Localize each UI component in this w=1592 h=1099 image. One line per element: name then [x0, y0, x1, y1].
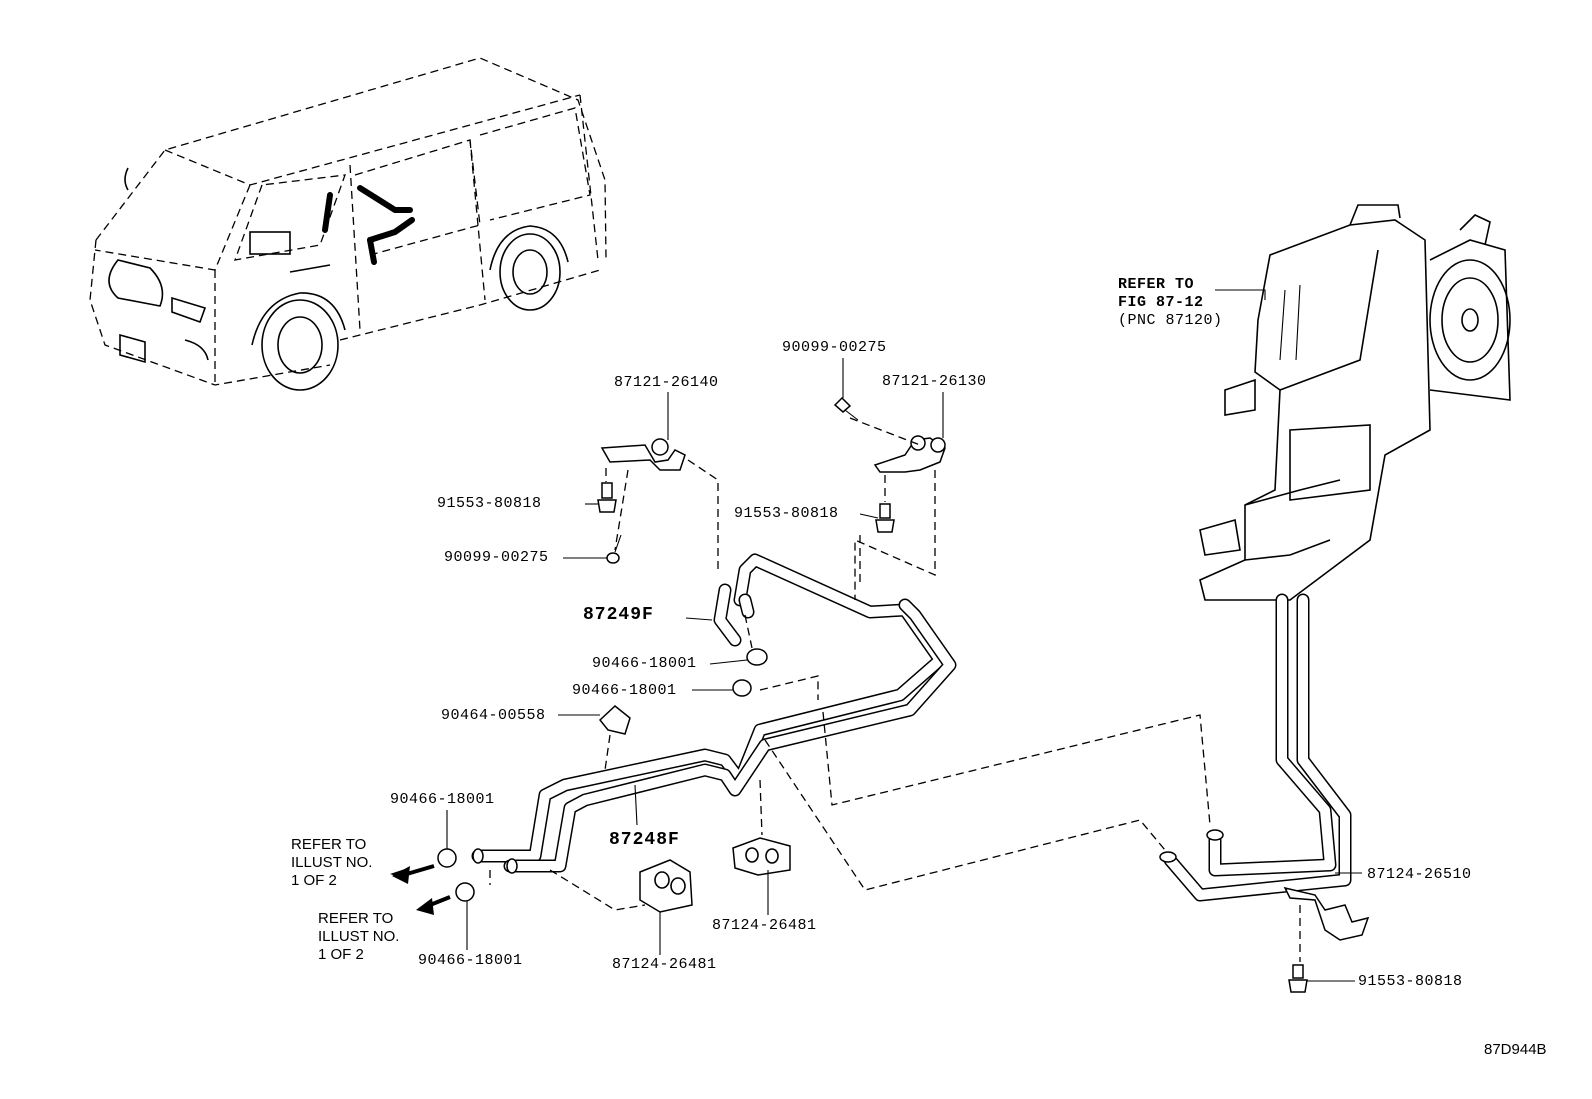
part-label-90466-18001-b: 90466-18001: [572, 682, 677, 699]
refer-fig-line2: FIG 87-12: [1118, 294, 1204, 311]
part-label-87124-26481-a: 87124-26481: [612, 956, 717, 973]
part-label-87249F: 87249F: [583, 605, 654, 625]
part-label-90466-18001-a: 90466-18001: [592, 655, 697, 672]
part-label-87124-26481-b: 87124-26481: [712, 917, 817, 934]
rear-heater-unit: [1159, 204, 1511, 902]
refer-illust-2-line3: 1 OF 2: [318, 946, 364, 963]
heater-pipe-assembly: [471, 553, 957, 874]
part-label-87248F: 87248F: [609, 830, 680, 850]
part-label-90466-18001-c: 90466-18001: [390, 791, 495, 808]
refer-illust-2-line2: ILLUST NO.: [318, 928, 400, 945]
part-label-91553-80818-left: 91553-80818: [437, 495, 542, 512]
assembly-dashed-lines: [489, 417, 1301, 962]
refer-fig-line3: (PNC 87120): [1118, 312, 1223, 329]
part-label-87121-26130: 87121-26130: [882, 373, 987, 390]
part-label-90466-18001-d: 90466-18001: [418, 952, 523, 969]
refer-arrows: [390, 864, 451, 915]
part-label-91553-80818-right: 91553-80818: [1358, 973, 1463, 990]
refer-illust-note-1: REFER TO ILLUST NO. 1 OF 2: [291, 836, 372, 890]
part-label-87124-26510: 87124-26510: [1367, 866, 1472, 883]
leader-lines: [446, 289, 1362, 982]
refer-illust-note-2: REFER TO ILLUST NO. 1 OF 2: [318, 910, 399, 964]
van-illustration: [89, 57, 607, 391]
brackets-and-clips: [437, 396, 1370, 993]
diagram-code: 87D944B: [1484, 1041, 1547, 1058]
refer-illust-1-line1: REFER TO: [291, 836, 367, 853]
part-label-90099-00275-top: 90099-00275: [782, 339, 887, 356]
refer-fig-note: REFER TO FIG 87-12 (PNC 87120): [1118, 276, 1223, 330]
part-label-90464-00558: 90464-00558: [441, 707, 546, 724]
refer-illust-2-line1: REFER TO: [318, 910, 394, 927]
part-label-91553-80818-mid: 91553-80818: [734, 505, 839, 522]
refer-fig-line1: REFER TO: [1118, 276, 1195, 293]
refer-illust-1-line3: 1 OF 2: [291, 872, 337, 889]
part-label-87121-26140: 87121-26140: [614, 374, 719, 391]
part-label-90099-00275-left: 90099-00275: [444, 549, 549, 566]
refer-illust-1-line2: ILLUST NO.: [291, 854, 373, 871]
